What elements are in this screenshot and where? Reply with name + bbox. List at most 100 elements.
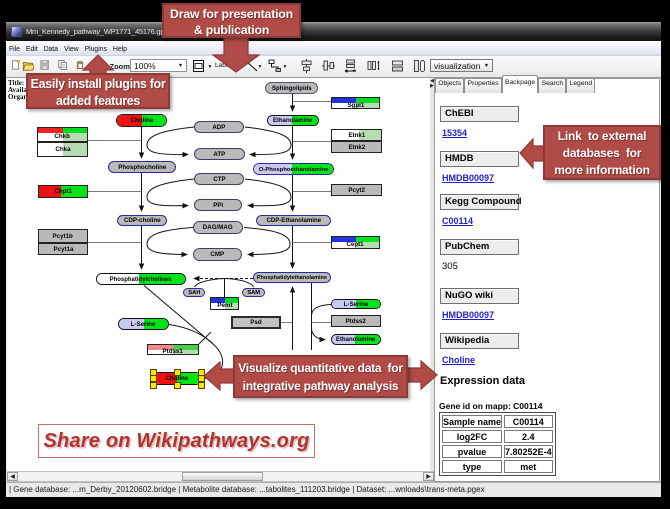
selection-handle[interactable] bbox=[173, 368, 181, 376]
tab-objects[interactable]: Objects bbox=[435, 78, 465, 93]
align-center-y-icon[interactable] bbox=[322, 59, 335, 73]
tab-backpage[interactable]: Backpage bbox=[501, 75, 539, 93]
datanode-dropdown-arrow[interactable]: ▼ bbox=[207, 64, 213, 70]
same-width-icon[interactable] bbox=[391, 59, 404, 73]
align-center-x-icon[interactable] bbox=[300, 59, 313, 73]
section-link[interactable]: 15354 bbox=[442, 128, 467, 138]
node-pemt[interactable]: Pemt bbox=[210, 297, 239, 310]
node-chka[interactable]: Chka bbox=[37, 142, 88, 157]
tab-legend[interactable]: Legend bbox=[566, 78, 596, 93]
external-id-link[interactable]: Choline bbox=[442, 355, 475, 365]
node-o-phosphoethanolamine[interactable]: O-Phosphoethanolamine bbox=[253, 163, 334, 175]
node-psd[interactable]: Psd bbox=[231, 316, 281, 329]
node-l-serine-right[interactable]: L-Serine bbox=[331, 299, 381, 309]
stack-horizontal-icon[interactable] bbox=[367, 59, 380, 73]
node-phosphatidylethanolamine[interactable]: Phosphatidylethanolamine bbox=[253, 272, 331, 283]
external-id-link[interactable]: HMDB00097 bbox=[442, 173, 495, 183]
node-chkb[interactable]: Chkb bbox=[37, 127, 88, 142]
scroll-right-button[interactable]: ▶ bbox=[423, 472, 434, 481]
node-ethanolamine-bottom[interactable]: Ethanolamine bbox=[331, 334, 381, 345]
menu-plugins[interactable]: Plugins bbox=[84, 46, 107, 53]
node-sgpl1[interactable]: Sgpl1 bbox=[331, 97, 380, 109]
menu-view[interactable]: View bbox=[63, 46, 79, 53]
node-chpt1[interactable]: Chpt1 bbox=[38, 185, 88, 198]
datanode-template-icon[interactable] bbox=[193, 60, 204, 72]
table-cell-value: 2.4 bbox=[504, 430, 553, 443]
selection-handle[interactable] bbox=[173, 381, 181, 389]
section-header: Kegg Compound bbox=[440, 194, 522, 210]
node-pcyt2[interactable]: Pcyt2 bbox=[331, 184, 382, 196]
external-id-link[interactable]: HMDB00097 bbox=[442, 310, 495, 320]
section-link[interactable]: HMDB00097 bbox=[442, 310, 494, 320]
same-height-icon[interactable] bbox=[413, 59, 426, 73]
node-phosphatidylcholines[interactable]: Phosphatidylcholines bbox=[96, 273, 186, 285]
section-link[interactable]: HMDB00097 bbox=[442, 173, 494, 183]
node-dag-mag[interactable]: DAG/MAG bbox=[193, 221, 243, 234]
node-cdp-ethanolamine[interactable]: CDP-Ethanolamine bbox=[256, 215, 331, 226]
node-cmp[interactable]: CMP bbox=[193, 248, 242, 261]
splitter-collapse-icon[interactable]: ◀▶ bbox=[430, 78, 434, 89]
splitter[interactable]: ◀▶ bbox=[430, 78, 437, 482]
tab-search[interactable]: Search bbox=[538, 78, 567, 93]
table-cell-value: met bbox=[504, 460, 553, 473]
node-phosphocholine[interactable]: Phosphocholine bbox=[108, 161, 176, 173]
node-label: SAH bbox=[187, 289, 201, 296]
new-file-icon[interactable] bbox=[11, 59, 20, 71]
node-cept1[interactable]: Cept1 bbox=[331, 236, 380, 249]
section-header: HMDB bbox=[440, 151, 519, 167]
title-bar[interactable]: Mm_Kennedy_pathway_WP1771_45176.gpml bbox=[6, 22, 661, 41]
zoom-combobox[interactable]: 100% ▼ bbox=[130, 59, 187, 72]
external-id-link[interactable]: 15354 bbox=[442, 128, 468, 138]
node-choline-top[interactable]: Choline bbox=[116, 114, 167, 127]
node-l-serine-left[interactable]: L-Serine bbox=[118, 318, 169, 330]
selection-handle[interactable] bbox=[149, 381, 157, 389]
zoom-dropdown-arrow[interactable]: ▼ bbox=[177, 63, 184, 69]
node-cdp-choline[interactable]: CDP-choline bbox=[117, 215, 167, 226]
scrollbar-thumb[interactable] bbox=[182, 472, 263, 481]
node-etnk2[interactable]: Etnk2 bbox=[331, 141, 382, 153]
node-etnk1[interactable]: Etnk1 bbox=[331, 129, 382, 141]
menu-file[interactable]: File bbox=[9, 46, 20, 53]
node-label: CTP bbox=[212, 175, 226, 183]
visualization-combobox[interactable]: visualization ▼ bbox=[430, 59, 493, 72]
section-link[interactable]: C00114 bbox=[442, 216, 473, 226]
external-id-link[interactable]: C00114 bbox=[442, 216, 474, 226]
node-pcyt1b[interactable]: Pcyt1b bbox=[38, 229, 88, 243]
tab-properties[interactable]: Properties bbox=[464, 78, 502, 93]
node-sam[interactable]: SAM bbox=[242, 288, 265, 297]
connector-dropdown-arrow[interactable]: ▼ bbox=[282, 64, 288, 70]
node-ctp[interactable]: CTP bbox=[194, 173, 244, 185]
section-link[interactable]: Choline bbox=[442, 355, 475, 365]
menu-help[interactable]: Help bbox=[112, 46, 127, 53]
paste-icon[interactable] bbox=[76, 59, 84, 71]
pathway-info-line: Availa bbox=[8, 86, 27, 95]
label-tool-button[interactable]: Label bbox=[215, 62, 231, 69]
table-cell-key: type bbox=[442, 460, 503, 473]
pathway-edge bbox=[168, 324, 214, 345]
stack-vertical-icon[interactable] bbox=[344, 59, 357, 73]
scroll-left-button[interactable]: ◀ bbox=[7, 472, 18, 481]
selection-handle[interactable] bbox=[197, 381, 205, 389]
node-sah[interactable]: SAH bbox=[183, 288, 205, 297]
label-dropdown-arrow[interactable]: ▼ bbox=[232, 64, 238, 70]
node-pcyt1a[interactable]: Pcyt1a bbox=[38, 243, 88, 255]
node-label: Phosphatidylethanolamine bbox=[256, 274, 328, 281]
canvas-horizontal-scrollbar[interactable]: ◀ ▶ bbox=[7, 471, 434, 482]
node-ptdss1[interactable]: Ptdss1 bbox=[147, 344, 199, 355]
save-icon[interactable] bbox=[39, 59, 50, 71]
copy-icon[interactable] bbox=[58, 59, 68, 71]
menu-data[interactable]: Data bbox=[43, 46, 58, 53]
node-ppi[interactable]: PPi bbox=[194, 199, 242, 211]
menu-edit[interactable]: Edit bbox=[25, 46, 38, 53]
line-dropdown-arrow[interactable]: ▼ bbox=[257, 64, 263, 70]
open-file-icon[interactable] bbox=[22, 59, 34, 71]
node-ethanolamine-top[interactable]: Ethanolamine bbox=[267, 115, 319, 126]
node-ptdss2[interactable]: Ptdss2 bbox=[331, 315, 381, 327]
node-atp[interactable]: ATP bbox=[194, 148, 245, 160]
node-sphingolipids[interactable]: Sphingolipids bbox=[265, 82, 318, 94]
node-adp[interactable]: ADP bbox=[194, 121, 244, 133]
connector-tool-icon[interactable] bbox=[268, 59, 283, 73]
visualization-dropdown-arrow[interactable]: ▼ bbox=[483, 63, 490, 69]
